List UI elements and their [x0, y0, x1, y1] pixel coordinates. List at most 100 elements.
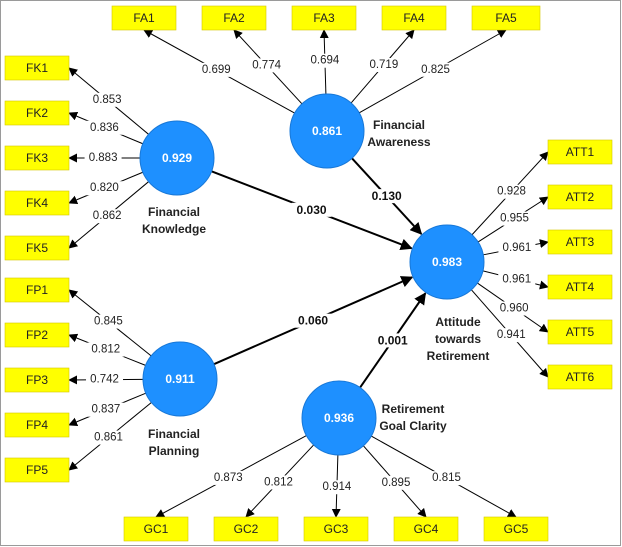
loading-value-fk-2: 0.836 [90, 122, 119, 134]
path-coefficient-gc-to-att: 0.001 [378, 333, 408, 347]
loading-value-fp-4: 0.837 [91, 404, 120, 416]
indicator-label-gc-5: GC5 [504, 522, 529, 536]
construct-value-fp: 0.911 [165, 372, 195, 386]
loading-value-att-5-bg [495, 301, 533, 316]
loading-value-fa-5-bg [417, 62, 455, 77]
loading-value-fp-3: 0.742 [90, 374, 119, 386]
loading-value-fp-3-bg [86, 372, 124, 387]
indicator-label-att-5: ATT5 [566, 325, 595, 339]
loading-value-fk-1: 0.853 [93, 94, 122, 106]
indicator-box-fp-2 [4, 322, 70, 348]
loading-value-fp-4-bg [87, 402, 125, 417]
loading-value-fk-4: 0.820 [90, 182, 119, 194]
construct-circle-fk [139, 120, 215, 196]
loading-value-fa-2-bg [248, 58, 286, 73]
loading-value-fa-3: 0.694 [311, 55, 340, 67]
path-coefficient-fk-to-att: 0.030 [297, 203, 327, 217]
indicator-label-gc-4: GC4 [414, 522, 439, 536]
indicator-label-fa-4: FA4 [403, 11, 425, 25]
construct-circle-fp [142, 341, 218, 417]
indicator-box-gc-3 [303, 516, 369, 542]
indicator-label-att-3: ATT3 [566, 235, 595, 249]
indicator-label-gc-3: GC3 [324, 522, 349, 536]
construct-value-att: 0.983 [432, 255, 462, 269]
loading-value-fp-2: 0.812 [91, 344, 120, 356]
indicator-box-att-4 [547, 274, 613, 300]
loading-value-gc-1-bg [209, 470, 247, 485]
indicator-label-gc-1: GC1 [144, 522, 169, 536]
path-coefficient-fp-to-att: 0.060 [298, 314, 328, 328]
loading-value-fk-5-bg [88, 209, 126, 224]
indicator-box-att-6 [547, 364, 613, 390]
indicator-label-fa-2: FA2 [223, 11, 245, 25]
loading-value-fp-2-bg [87, 342, 125, 357]
path-coefficient-fp-to-att-bg [293, 313, 334, 328]
loading-value-att-6-bg [492, 328, 530, 343]
loading-value-gc-5: 0.815 [432, 472, 461, 484]
loading-value-fp-1-bg [89, 314, 127, 329]
loading-value-fk-3-bg [84, 151, 122, 165]
loading-value-fa-5: 0.825 [421, 64, 450, 76]
indicator-label-att-1: ATT1 [566, 145, 595, 159]
construct-value-fa: 0.861 [312, 124, 342, 138]
loading-value-fk-3: 0.883 [89, 152, 118, 164]
indicator-box-gc-4 [393, 516, 459, 542]
indicator-box-att-2 [547, 184, 613, 210]
indicator-label-fk-3: FK3 [26, 151, 48, 165]
indicator-label-fk-1: FK1 [26, 61, 48, 75]
construct-value-fk: 0.929 [162, 151, 192, 165]
indicator-box-fp-5 [4, 457, 70, 483]
indicator-label-fk-2: FK2 [26, 106, 48, 120]
loading-value-fa-4: 0.719 [369, 59, 398, 71]
loading-value-fk-4-bg [85, 181, 123, 196]
construct-circle-gc [301, 380, 377, 456]
loading-value-fa-3-bg [306, 53, 344, 68]
loading-value-fa-1-bg [197, 62, 235, 77]
loading-value-fa-2: 0.774 [252, 59, 281, 71]
indicator-box-fp-4 [4, 412, 70, 438]
loading-value-att-3: 0.961 [503, 242, 532, 254]
indicator-label-fk-4: FK4 [26, 196, 48, 210]
indicator-label-fp-4: FP4 [26, 418, 48, 432]
indicator-box-fa-4 [381, 5, 447, 31]
indicator-box-gc-1 [123, 516, 189, 542]
loading-value-att-2-bg [495, 211, 533, 226]
construct-circle-att [409, 224, 485, 300]
loading-value-fa-1: 0.699 [202, 64, 231, 76]
loading-value-gc-2: 0.812 [264, 476, 293, 488]
indicator-label-fk-5: FK5 [26, 241, 48, 255]
loading-value-att-1-bg [493, 184, 531, 199]
indicator-box-fa-1 [111, 5, 177, 31]
indicator-label-fp-3: FP3 [26, 373, 48, 387]
loading-value-att-6: 0.941 [497, 329, 526, 341]
indicator-label-fp-5: FP5 [26, 463, 48, 477]
path-coefficient-gc-to-att-bg [372, 333, 413, 348]
indicator-box-gc-5 [483, 516, 549, 542]
indicator-box-fk-3 [4, 145, 70, 171]
indicator-box-fa-5 [471, 5, 541, 31]
loading-value-gc-4: 0.895 [382, 477, 411, 489]
loading-value-gc-4-bg [377, 475, 415, 490]
loading-value-att-3-bg [498, 241, 536, 256]
path-coefficient-fa-to-att: 0.130 [372, 189, 402, 203]
indicator-box-fk-2 [4, 100, 70, 126]
loading-value-fp-5: 0.861 [94, 432, 123, 444]
loading-value-fa-4-bg [365, 58, 403, 73]
indicator-box-fa-3 [291, 5, 357, 31]
construct-circle-fa [289, 93, 365, 169]
loading-value-att-1: 0.928 [497, 186, 526, 198]
loading-value-gc-1: 0.873 [214, 472, 243, 484]
indicator-label-fp-2: FP2 [26, 328, 48, 342]
indicator-label-att-2: ATT2 [566, 190, 595, 204]
loading-value-gc-2-bg [259, 475, 297, 490]
loading-value-fk-1-bg [88, 92, 126, 107]
indicator-box-fk-4 [4, 190, 70, 216]
indicator-label-gc-2: GC2 [234, 522, 259, 536]
